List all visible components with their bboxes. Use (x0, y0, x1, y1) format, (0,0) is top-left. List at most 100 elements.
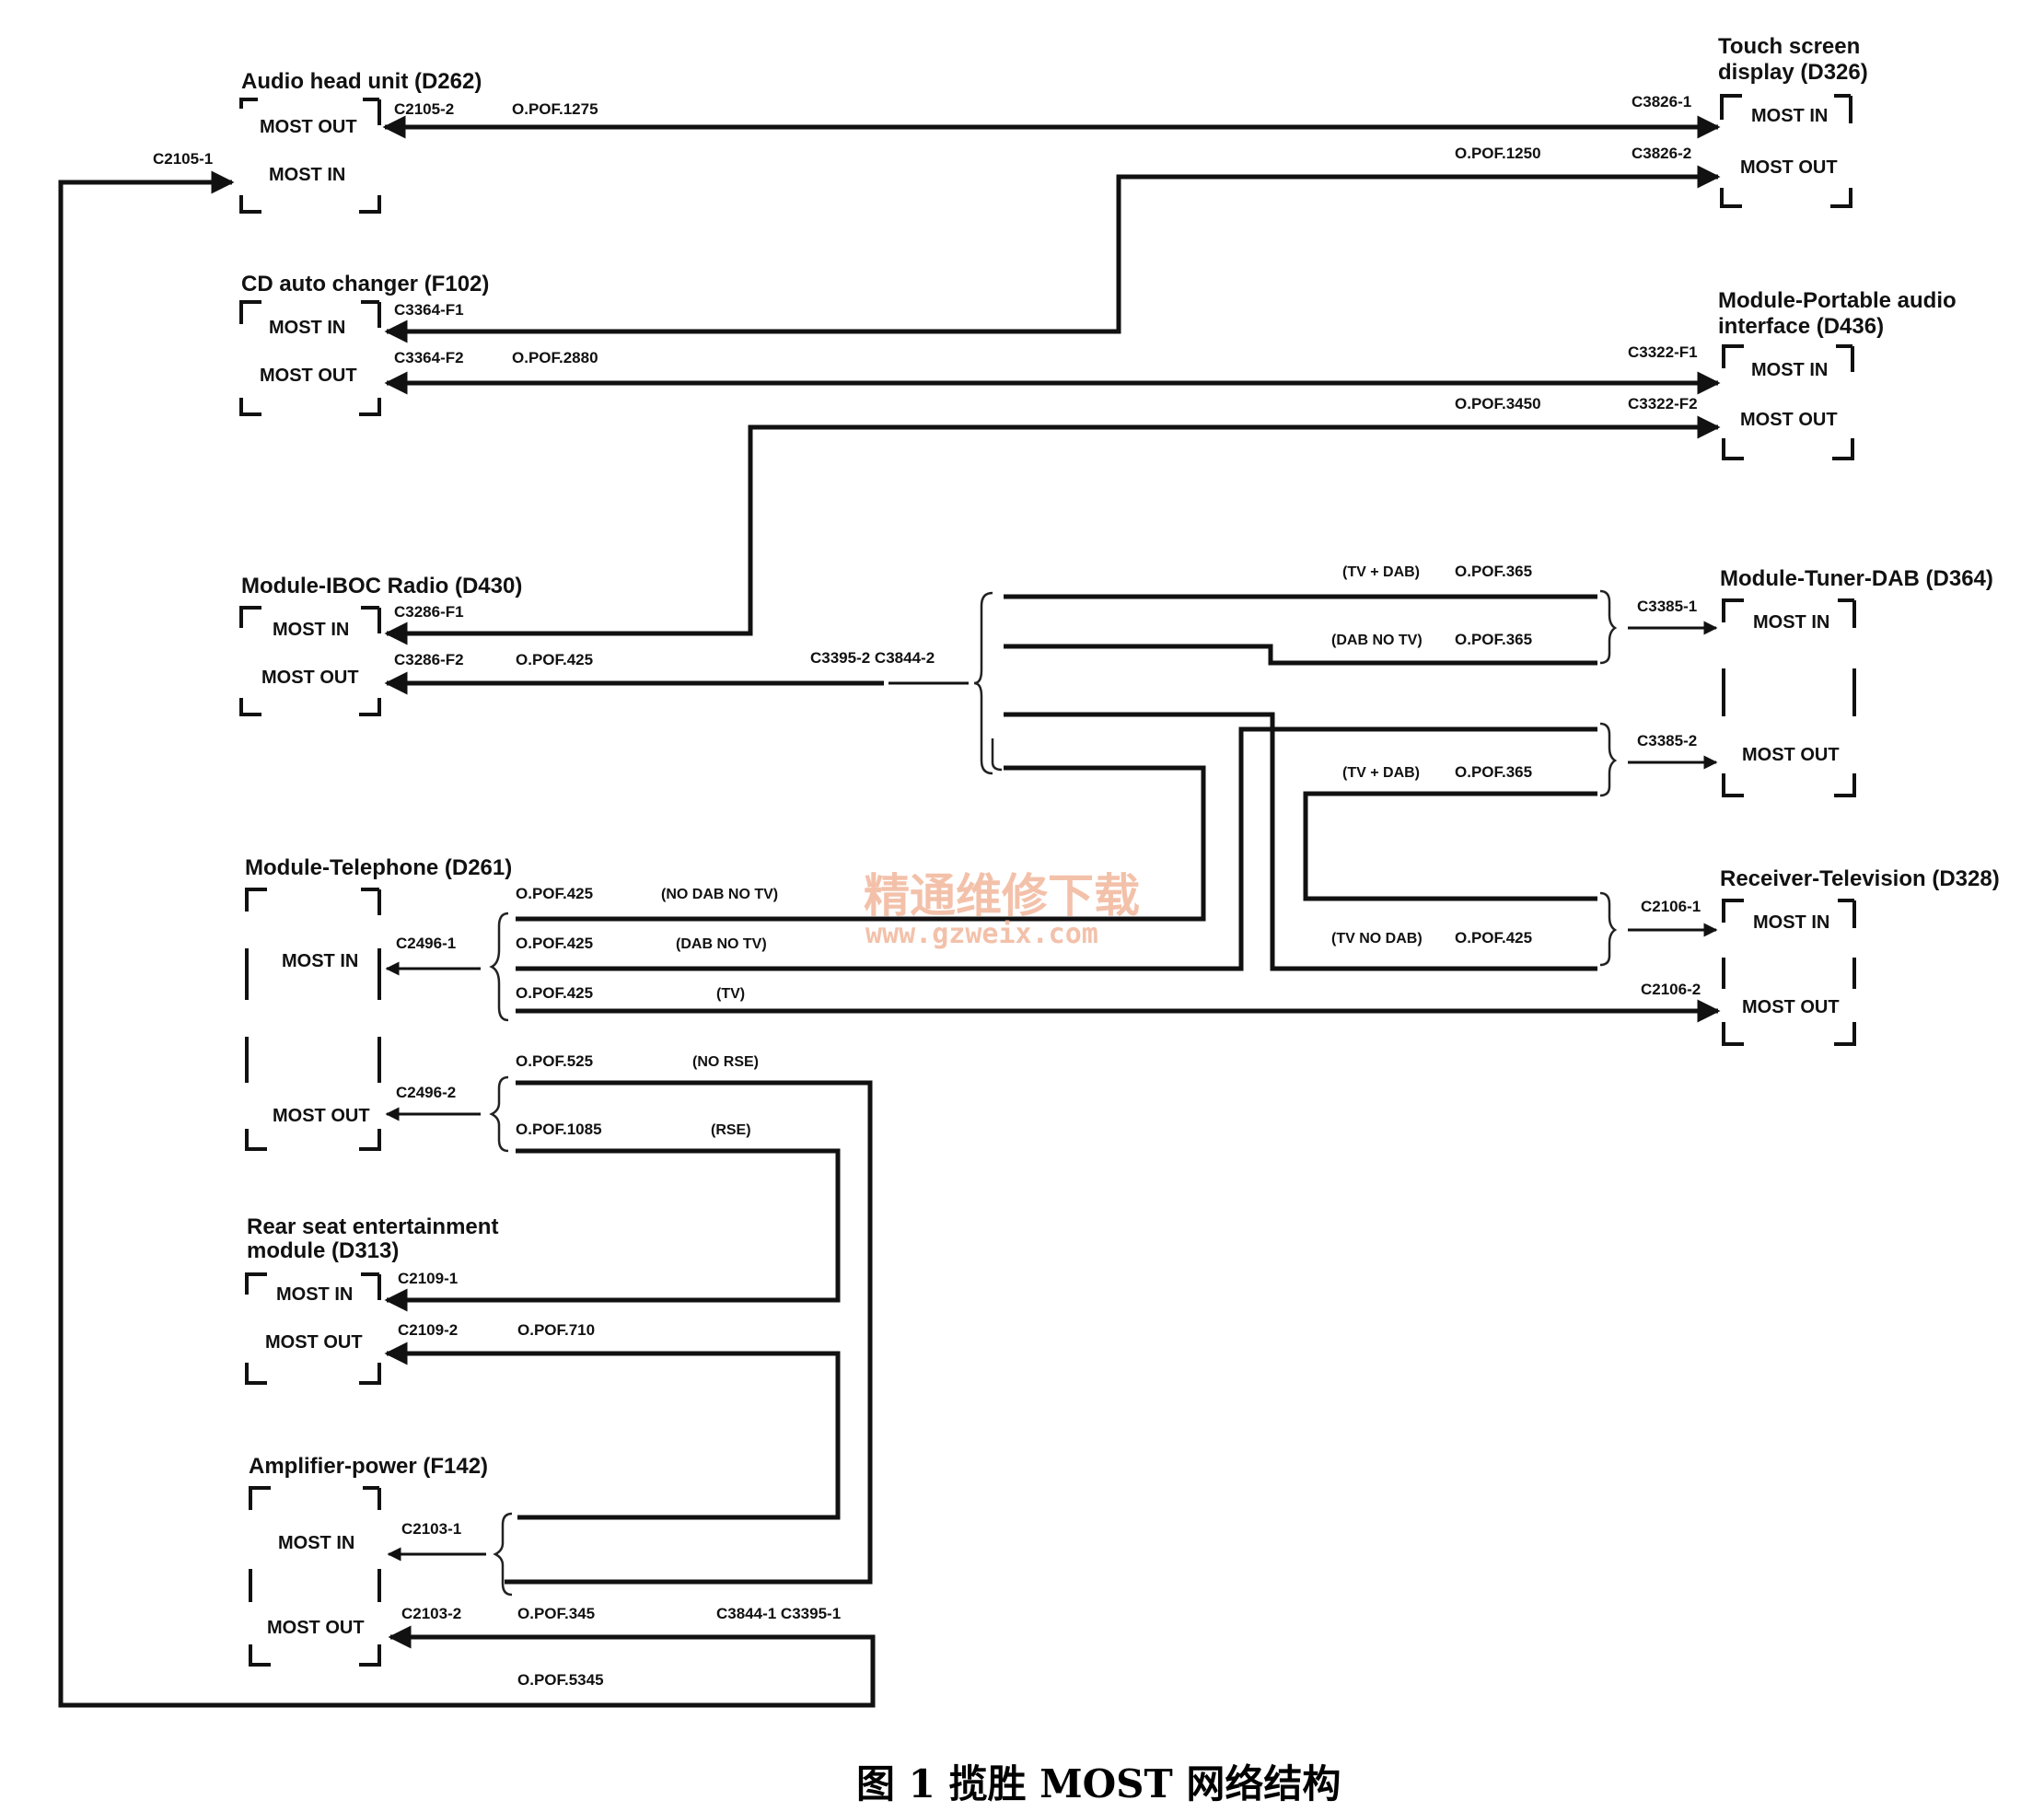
port-most-in: MOST IN (282, 951, 358, 971)
wire-branch-no-dab-no-tv (516, 765, 1206, 922)
port-most-out: MOST OUT (273, 1106, 370, 1126)
connector-label: C2106-2 (1641, 981, 1701, 998)
port-most-in: MOST IN (1751, 106, 1828, 126)
connector-label: C2496-1 (396, 935, 456, 952)
cable-label: O.POF.3450 (1455, 395, 1541, 412)
port-most-out: MOST OUT (1742, 745, 1840, 765)
cable-label: O.POF.1085 (516, 1121, 602, 1138)
module-audio-head-unit: Audio head unit (D262) MOST OUT MOST IN (239, 69, 482, 214)
port-most-in: MOST IN (1751, 360, 1828, 380)
watermark-line1: 精通维修下载 (864, 869, 1140, 923)
wire-tuner-out-branch-a (516, 726, 1597, 971)
connector-label: C3395-2 C3844-2 (810, 649, 935, 667)
cable-label: O.POF.2880 (512, 349, 598, 366)
note-label: (RSE) (711, 1122, 751, 1138)
module-name: Receiver-Television (D328) (1720, 866, 2000, 891)
note-label: (TV + DAB) (1342, 564, 1420, 580)
note-label: (DAB NO TV) (676, 936, 767, 952)
cable-label: O.POF.1250 (1455, 145, 1541, 162)
port-most-in: MOST IN (269, 165, 345, 185)
cable-label: O.POF.1275 (512, 100, 598, 118)
module-name-line1: Touch screen (1718, 34, 1860, 59)
module-name: Audio head unit (D262) (241, 69, 482, 94)
cable-label: O.POF.345 (517, 1605, 595, 1622)
module-name: Module-Tuner-DAB (D364) (1720, 566, 1993, 591)
cable-label: O.POF.425 (516, 935, 593, 952)
module-receiver-television: Receiver-Television (D328) MOST IN MOST … (1720, 866, 2000, 1046)
note-label: (TV NO DAB) (1331, 931, 1423, 947)
cable-label: O.POF.425 (516, 885, 593, 902)
module-name-line2: interface (D436) (1718, 314, 1884, 339)
port-most-out: MOST OUT (260, 366, 357, 386)
connector-label: C3844-1 C3395-1 (716, 1605, 841, 1622)
fiber-wires (58, 115, 1721, 1708)
cable-label: O.POF.365 (1455, 763, 1532, 781)
connector-label: C3322-F1 (1628, 343, 1698, 361)
port-most-out: MOST OUT (1740, 157, 1838, 178)
watermark: 精通维修下载 www.gzweix.com (864, 869, 1140, 950)
cable-label: O.POF.425 (1455, 929, 1532, 947)
cable-label: O.POF.5345 (517, 1671, 604, 1689)
connector-label: C2105-2 (394, 100, 454, 118)
cable-labels: O.POF.1275 O.POF.1250 O.POF.2880 O.POF.3… (512, 100, 1541, 1689)
module-iboc-radio: Module-IBOC Radio (D430) MOST IN MOST OU… (239, 574, 522, 716)
module-portable-audio-interface: Module-Portable audio interface (D436) M… (1718, 288, 1957, 460)
connector-label: C2106-1 (1641, 898, 1701, 915)
wire-pai-out-to-iboc-in (384, 415, 1721, 645)
module-name: Module-IBOC Radio (D430) (241, 574, 522, 598)
port-most-in: MOST IN (1753, 912, 1829, 933)
connector-label: C3826-2 (1632, 145, 1691, 162)
port-most-in: MOST IN (273, 620, 349, 640)
branch-braces (489, 589, 1618, 1597)
figure-caption: 图 1 揽胜 MOST 网络结构 (856, 1761, 1341, 1806)
condition-notes: (TV + DAB) (DAB NO TV) (TV + DAB) (TV NO… (661, 564, 1423, 1138)
wire-amp-out-to-splice (58, 170, 876, 1708)
module-name: CD auto changer (F102) (241, 272, 489, 296)
wire-phone-no-rse (505, 1080, 873, 1585)
watermark-line2: www.gzweix.com (865, 918, 1098, 950)
wire-branch-to-tv-no-dab (1004, 712, 1597, 971)
port-most-out: MOST OUT (265, 1332, 363, 1353)
note-label: (TV) (716, 986, 745, 1002)
module-name-line1: Module-Portable audio (1718, 288, 1957, 313)
connector-label: C3385-2 (1637, 732, 1697, 749)
connector-label: C3364-F1 (394, 301, 464, 319)
module-name-line2: module (D313) (247, 1238, 399, 1263)
cable-label: O.POF.425 (516, 984, 593, 1002)
note-label: (NO DAB NO TV) (661, 887, 778, 902)
port-most-in: MOST IN (1753, 612, 1829, 633)
cable-label: O.POF.525 (516, 1052, 593, 1070)
module-telephone: Module-Telephone (D261) MOST IN MOST OUT (245, 855, 512, 1151)
cable-label: O.POF.365 (1455, 563, 1532, 580)
wire-rse-out-to-amp (384, 1342, 841, 1520)
connector-label: C3286-F1 (394, 603, 464, 621)
port-most-out: MOST OUT (1742, 997, 1840, 1017)
wire-tuner-out-branch-tv-dab-2 (1303, 791, 1597, 901)
cable-label: O.POF.710 (517, 1321, 595, 1339)
connector-label: C3364-F2 (394, 349, 464, 366)
module-name: Module-Telephone (D261) (245, 855, 512, 880)
module-tuner-dab: Module-Tuner-DAB (D364) MOST IN MOST OUT (1720, 566, 1993, 797)
note-label: (NO RSE) (692, 1054, 759, 1070)
connector-labels: C2105-2 C2105-1 C3826-1 C3826-2 C3364-F1… (153, 93, 1701, 1622)
module-name-line1: Rear seat entertainment (247, 1214, 498, 1239)
port-most-in: MOST IN (278, 1533, 354, 1553)
connector-label: C3286-F2 (394, 651, 464, 668)
connector-label: C2496-2 (396, 1084, 456, 1101)
cable-label: O.POF.425 (516, 651, 593, 668)
port-most-in: MOST IN (276, 1284, 353, 1305)
module-touch-screen-display: Touch screen display (D326) MOST IN MOST… (1718, 34, 1868, 208)
port-most-in: MOST IN (269, 318, 345, 338)
cable-label: O.POF.365 (1455, 631, 1532, 648)
wire-phone-rse (384, 1148, 841, 1312)
connector-label: C2109-1 (398, 1270, 458, 1287)
connector-label: C2103-2 (401, 1605, 461, 1622)
port-most-out: MOST OUT (267, 1618, 365, 1638)
port-most-out: MOST OUT (1740, 410, 1838, 430)
connector-label: C3826-1 (1632, 93, 1691, 110)
module-amplifier-power: Amplifier-power (F142) MOST IN MOST OUT (249, 1454, 488, 1667)
connector-label: C3385-1 (1637, 598, 1697, 615)
connector-label: C2103-1 (401, 1520, 461, 1538)
port-most-out: MOST OUT (260, 117, 357, 137)
